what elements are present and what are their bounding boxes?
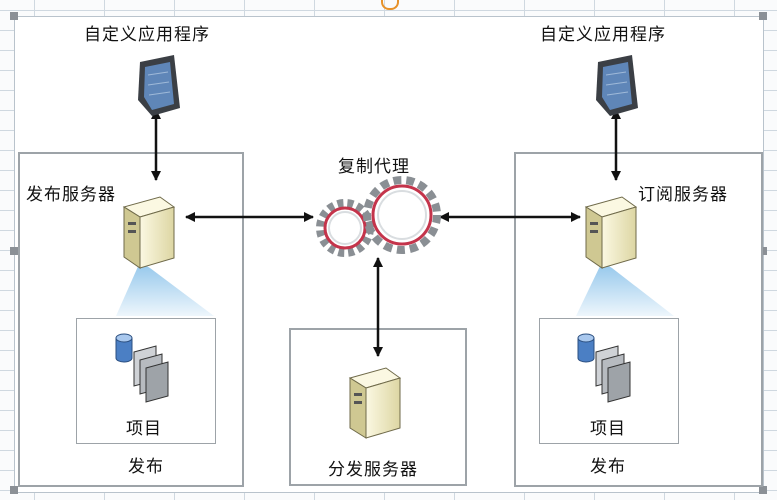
rotate-handle-icon[interactable]: [381, 0, 399, 10]
server-icon: [348, 367, 402, 439]
tables-icon: [595, 345, 631, 403]
monitor-icon: [596, 55, 638, 116]
tables-icon: [133, 345, 169, 403]
database-icon: [577, 333, 595, 363]
subscriber-server-label: 订阅服务器: [638, 185, 728, 205]
resize-handle-middle-right[interactable]: [759, 247, 767, 255]
resize-handle-bottom-right[interactable]: [759, 486, 767, 494]
database-icon: [115, 333, 133, 363]
items-label-left: 项目: [126, 419, 162, 439]
resize-handle-middle-left[interactable]: [10, 247, 18, 255]
resize-handle-bottom-left[interactable]: [10, 486, 18, 494]
server-icon: [584, 196, 638, 269]
resize-handle-top-left[interactable]: [10, 12, 18, 20]
items-box-left: [76, 318, 216, 444]
items-label-right: 项目: [590, 419, 626, 439]
beam-left: [116, 262, 214, 316]
distributor-server-label: 分发服务器: [328, 460, 418, 480]
gears-icon: [316, 176, 441, 257]
publication-label-left: 发布: [128, 457, 164, 477]
custom-app-label-right: 自定义应用程序: [540, 25, 666, 45]
replication-agent-label: 复制代理: [338, 157, 410, 177]
resize-handle-top-right[interactable]: [759, 12, 767, 20]
server-icon: [122, 196, 176, 269]
publisher-server-label: 发布服务器: [26, 185, 116, 205]
beam-right: [576, 262, 674, 316]
monitor-icon: [138, 55, 180, 116]
custom-app-label-left: 自定义应用程序: [84, 25, 210, 45]
publication-label-right: 发布: [590, 457, 626, 477]
